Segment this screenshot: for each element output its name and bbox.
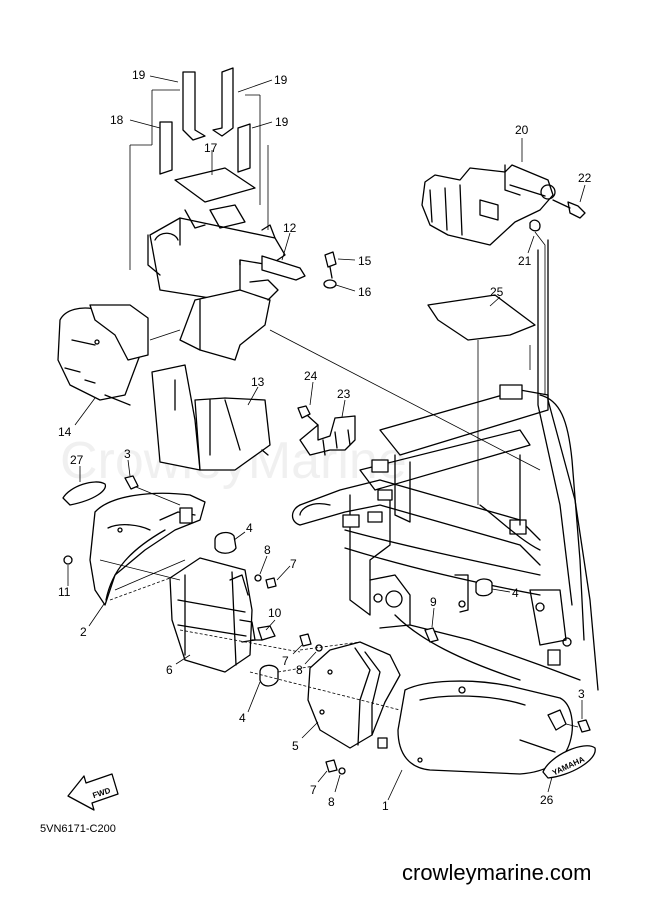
callout-3: 3: [578, 687, 585, 701]
callout-10: 10: [268, 606, 282, 620]
grommet-4-right: [475, 578, 493, 597]
callout-2: 2: [80, 625, 87, 639]
nut-11: [63, 555, 73, 565]
side-cover-5: [307, 641, 401, 749]
bolt-7-upper: [265, 577, 277, 589]
callout-24: 24: [304, 369, 318, 383]
website-watermark: crowleymarine.com: [402, 860, 592, 885]
callout-19: 19: [274, 73, 288, 87]
callout-8: 8: [328, 795, 335, 809]
callout-9: 9: [430, 595, 437, 609]
rubber-pad-25: [427, 294, 536, 341]
callout-7: 7: [282, 654, 289, 668]
strap-27: [62, 481, 107, 506]
diagram-code: 5VN6171-C200: [40, 823, 116, 835]
callout-7: 7: [310, 783, 317, 797]
washer-8-lower: [338, 767, 346, 775]
callout-20: 20: [515, 123, 529, 137]
callout-17: 17: [204, 141, 218, 155]
callout-25: 25: [490, 285, 504, 299]
washer-16: [323, 279, 337, 289]
callout-14: 14: [58, 425, 72, 439]
callout-4: 4: [239, 711, 246, 725]
callout-19: 19: [132, 68, 146, 82]
bolt-3-lower: [577, 719, 591, 733]
callout-5: 5: [292, 739, 299, 753]
callout-23: 23: [337, 387, 351, 401]
fwd-direction-arrow: FWD: [67, 773, 119, 811]
callout-27: 27: [70, 453, 84, 467]
main-side-cover-1: [397, 680, 573, 775]
callout-8: 8: [264, 543, 271, 557]
callout-8: 8: [296, 663, 303, 677]
callout-11: 11: [58, 585, 71, 599]
callout-13: 13: [251, 375, 265, 389]
washer-8-upper: [254, 574, 262, 582]
muffler-6: [109, 557, 256, 673]
callout-1: 1: [382, 799, 389, 813]
grommet-4-upper: [214, 531, 237, 554]
bolt-15: [324, 251, 337, 268]
bolt-7-middle: [299, 633, 312, 647]
bracket-23: [297, 405, 356, 456]
bolt-7-lower: [325, 759, 338, 773]
callout-4: 4: [512, 586, 519, 600]
callout-22: 22: [578, 171, 592, 185]
callout-26: 26: [540, 793, 554, 807]
frame-assembly: [291, 239, 599, 691]
callout-6: 6: [166, 663, 173, 677]
left-side-cover-2: [89, 492, 206, 606]
callout-3: 3: [124, 447, 131, 461]
grommet-4-lower: [259, 664, 279, 687]
callout-4: 4: [246, 521, 253, 535]
callout-21: 21: [518, 254, 532, 268]
callout-19: 19: [275, 115, 289, 129]
bolt-9: [424, 627, 439, 643]
bracket-assembly-20: [421, 164, 586, 395]
callout-12: 12: [283, 221, 297, 235]
callout-18: 18: [110, 113, 124, 127]
leader-lines: [67, 75, 586, 801]
callout-7: 7: [290, 557, 297, 571]
callout-numbers: 19 19 18 19 17 20 22 21 12 15 16 25 13 1…: [58, 68, 592, 813]
connector-10: [257, 625, 276, 641]
callout-15: 15: [358, 254, 372, 268]
battery-box-assembly: [57, 67, 541, 471]
bolt-3-upper: [124, 475, 139, 490]
callout-16: 16: [358, 285, 372, 299]
